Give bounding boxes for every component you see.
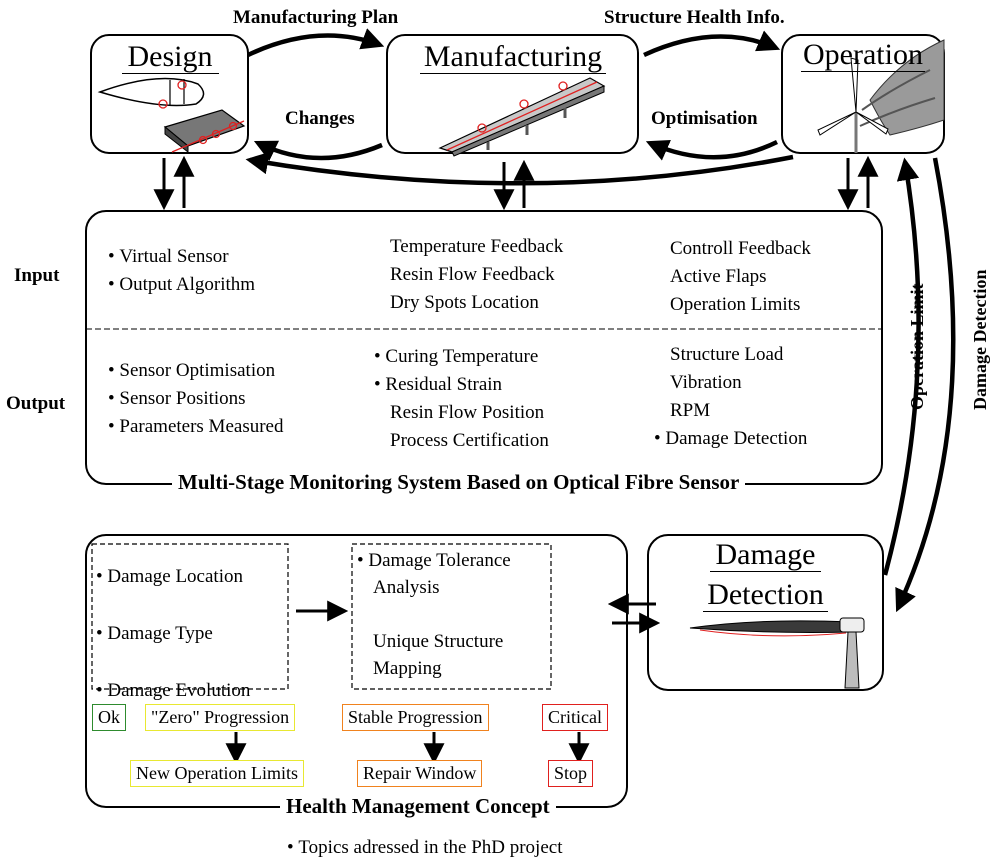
changes-label: Changes bbox=[285, 108, 355, 129]
operation-to-design-arrow bbox=[245, 151, 794, 186]
list-item: Residual Strain bbox=[374, 371, 549, 399]
list-item: Sensor Optimisation bbox=[108, 357, 283, 385]
manufacturing-box bbox=[386, 34, 639, 154]
list-item: Structure Load bbox=[670, 344, 784, 365]
tolerance-list: Damage Tolerance Analysis Unique Structu… bbox=[357, 547, 510, 682]
legend-text: Topics adressed in the PhD project bbox=[287, 838, 562, 857]
manufacturing-illustration bbox=[438, 77, 606, 157]
design-output-list: Sensor Optimisation Sensor Positions Par… bbox=[108, 357, 283, 441]
list-item: Operation Limits bbox=[670, 294, 801, 315]
design-box bbox=[90, 34, 249, 154]
operation-limit-arrow bbox=[882, 157, 921, 576]
list-item: Controll Feedback bbox=[670, 238, 811, 259]
list-item: Temperature Feedback bbox=[390, 236, 564, 257]
list-item: Mapping bbox=[373, 658, 442, 679]
operation-title: Operation bbox=[801, 38, 925, 72]
new-operation-limits-box: New Operation Limits bbox=[130, 760, 304, 787]
list-item: Output Algorithm bbox=[108, 271, 255, 299]
list-item: Resin Flow Position bbox=[390, 402, 545, 423]
input-label: Input bbox=[14, 265, 60, 286]
list-item: Resin Flow Feedback bbox=[390, 264, 555, 285]
manufacturing-output-list: Curing Temperature Residual Strain Resin… bbox=[374, 343, 549, 455]
ok-status-box: Ok bbox=[92, 704, 126, 731]
operation-illustration bbox=[817, 39, 945, 153]
operation-limit-label: Operation Limit bbox=[907, 283, 927, 411]
list-item: RPM bbox=[670, 400, 711, 421]
list-item: Damage Detection bbox=[654, 425, 807, 453]
list-item: Process Certification bbox=[390, 430, 549, 451]
changes-arrow bbox=[253, 140, 383, 161]
list-item: Damage Tolerance bbox=[357, 547, 510, 574]
list-item: Virtual Sensor bbox=[108, 243, 255, 271]
tolerance-box bbox=[351, 543, 552, 690]
stop-box: Stop bbox=[548, 760, 594, 787]
list-item: Sensor Positions bbox=[108, 385, 283, 413]
structure-health-arrow bbox=[643, 30, 781, 58]
damage-detection-illustration bbox=[689, 617, 865, 689]
design-input-list: Virtual Sensor Output Algorithm bbox=[108, 243, 255, 299]
design-illustration bbox=[97, 77, 246, 154]
manufacturing-plan-label: Manufacturing Plan bbox=[233, 7, 399, 28]
damage-list-box bbox=[91, 543, 289, 690]
damage-detection-title-1: Damage bbox=[709, 538, 822, 572]
health-management-title: Health Management Concept bbox=[280, 796, 556, 817]
operation-output-list: Structure Load Vibration RPM Damage Dete… bbox=[654, 341, 807, 453]
damage-detection-title-2: Detection bbox=[703, 578, 828, 612]
list-item: Curing Temperature bbox=[374, 343, 549, 371]
manufacturing-input-list: Temperature Feedback Resin Flow Feedback… bbox=[390, 233, 563, 317]
list-item: Analysis bbox=[373, 577, 440, 598]
design-title: Design bbox=[121, 40, 219, 74]
optimisation-arrow bbox=[645, 139, 778, 161]
list-item: Unique Structure bbox=[373, 631, 504, 652]
optimisation-label: Optimisation bbox=[651, 108, 758, 129]
list-item: Vibration bbox=[670, 372, 742, 393]
structure-health-label: Structure Health Info. bbox=[604, 7, 785, 28]
monitoring-title: Multi-Stage Monitoring System Based on O… bbox=[172, 472, 746, 493]
repair-window-box: Repair Window bbox=[357, 760, 483, 787]
critical-status-box: Critical bbox=[542, 704, 608, 731]
list-item: Parameters Measured bbox=[108, 413, 283, 441]
damage-detection-arrow-label: Damage Detection bbox=[970, 269, 990, 410]
damage-list: Damage Location Damage Type Damage Evolu… bbox=[96, 548, 250, 719]
zero-progression-box: "Zero" Progression bbox=[145, 704, 296, 731]
output-label: Output bbox=[6, 393, 66, 414]
operation-input-list: Controll Feedback Active Flaps Operation… bbox=[670, 235, 811, 319]
manufacturing-plan-arrow bbox=[247, 28, 385, 58]
list-item: Dry Spots Location bbox=[390, 292, 539, 313]
damage-detection-arrow bbox=[895, 157, 956, 613]
list-item: Damage Type bbox=[96, 605, 250, 662]
list-item: Active Flaps bbox=[670, 266, 767, 287]
manufacturing-title: Manufacturing bbox=[419, 40, 607, 74]
list-item: Damage Location bbox=[96, 548, 250, 605]
list-item: Damage Evolution bbox=[96, 662, 250, 719]
stable-progression-box: Stable Progression bbox=[342, 704, 489, 731]
